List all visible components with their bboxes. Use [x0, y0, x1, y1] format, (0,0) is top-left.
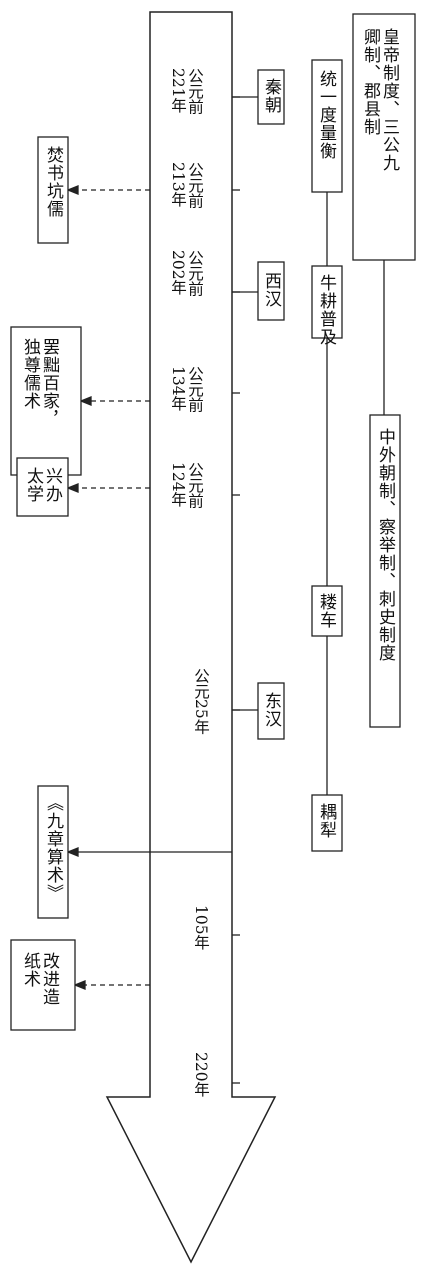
institution-connectors — [326, 192, 385, 795]
emperor-system-box — [352, 13, 416, 261]
date-label-105ad: 105年 — [192, 905, 210, 951]
nine-chapters-box — [37, 785, 69, 919]
standardize-measures-box — [311, 59, 343, 193]
dynasty-qin-label: 秦朝 — [261, 78, 281, 114]
event-arrows — [66, 185, 232, 990]
qin-box — [257, 69, 285, 125]
plow-box — [311, 794, 343, 852]
plow-label: 耦犁 — [316, 803, 336, 839]
book-burning-box — [37, 136, 69, 244]
nine-chapters-label: 《九章算术》 — [43, 794, 63, 902]
western-han-box — [257, 261, 285, 321]
book-burning-label: 焚书坑儒 — [43, 146, 63, 218]
standardize-measures-label: 统一度量衡 — [316, 70, 336, 160]
papermaking-box — [10, 939, 76, 1031]
dynasty-western-han-label: 西汉 — [261, 272, 281, 308]
date-label-25ad: 公元25年 — [192, 668, 210, 735]
timeline-ticks — [232, 96, 240, 1084]
han-systems-box — [369, 414, 401, 728]
dynasty-connectors — [232, 96, 258, 711]
ox-plowing-label: 牛耕普及 — [316, 274, 336, 346]
eastern-han-box — [257, 682, 285, 740]
papermaking-label: 改进造纸术 — [20, 952, 59, 1006]
emperor-system-label: 皇帝制度、三公九卿制、郡县制 — [360, 28, 399, 172]
confucianism-box — [10, 326, 82, 476]
ox-plowing-box — [311, 265, 343, 339]
taixue-label: 兴办太学 — [23, 467, 62, 503]
date-label-220ad: 220年 — [192, 1052, 210, 1098]
dynasty-eastern-han-label: 东汉 — [261, 692, 281, 728]
taixue-box — [16, 457, 69, 517]
seed-drill-box — [311, 585, 343, 637]
han-systems-label: 中外朝制、察举制、刺史制度 — [375, 428, 395, 662]
seed-drill-label: 耧车 — [316, 593, 336, 629]
timeline-arrow — [105, 11, 277, 1264]
confucianism-label: 罢黜百家，独尊儒术 — [20, 338, 59, 428]
